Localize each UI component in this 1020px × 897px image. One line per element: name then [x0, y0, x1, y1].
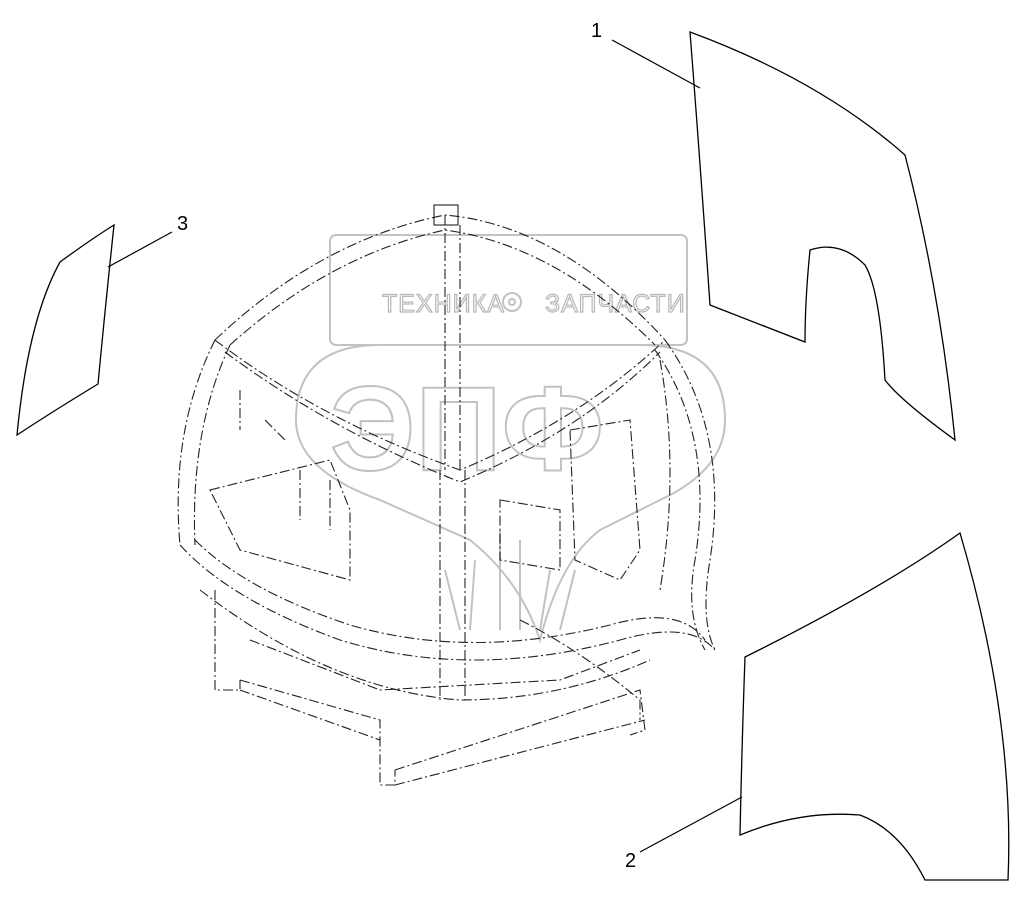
leader-line-3: [107, 231, 173, 268]
gear-icon: [502, 292, 522, 312]
callout-3: 3: [177, 213, 188, 235]
leader-line-2: [639, 796, 743, 853]
glass-panel-1: [689, 31, 956, 442]
shield-logo-outline: [294, 344, 727, 644]
glass-panel-2: [739, 531, 1010, 881]
callout-2: 2: [625, 850, 636, 872]
watermark-logo-text: ЭПФ: [330, 362, 604, 496]
callout-1: 1: [591, 20, 602, 42]
glass-panel-3: [16, 223, 115, 437]
watermark-left-text: ТЕХНИКА: [382, 290, 505, 318]
watermark: ТЕХНИКА ЗАПЧАСТИ ЭПФ: [294, 234, 727, 644]
watermark-right-text: ЗАПЧАСТИ: [545, 290, 686, 318]
leader-line-1: [611, 39, 701, 89]
cab-frame: [177, 204, 716, 786]
wheat-icon: [444, 530, 576, 631]
